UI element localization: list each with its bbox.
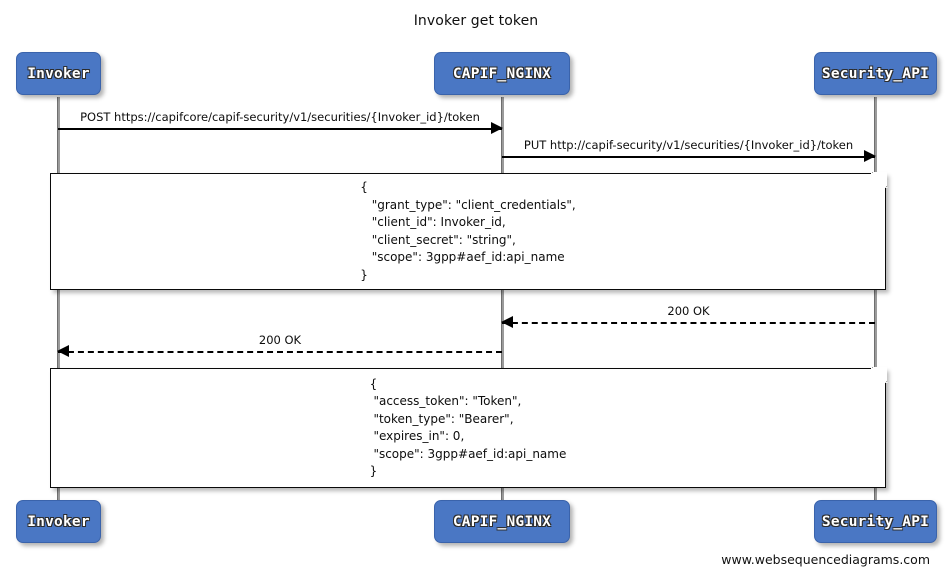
arrowhead-right-icon [491, 122, 503, 134]
footer-attribution: www.websequencediagrams.com [721, 552, 930, 567]
participant-security-api-bottom[interactable]: Security_API [814, 500, 937, 543]
message-line [58, 351, 502, 353]
note-text-block: { "access_token": "Token", "token_type":… [370, 376, 567, 481]
message-line [502, 322, 875, 324]
participant-label: Security_API [821, 513, 930, 530]
note-line: "token_type": "Bearer", [369, 411, 514, 426]
note-line: "client_secret": "string", [360, 232, 516, 247]
participant-label: CAPIF_NGINX [452, 513, 552, 530]
arrowhead-left-icon [57, 345, 69, 357]
arrowhead-left-icon [501, 316, 513, 328]
message-label: POST https://capifcore/capif-security/v1… [80, 110, 480, 124]
note-text-block: { "grant_type": "client_credentials", "c… [360, 179, 575, 284]
note-line: "access_token": "Token", [369, 394, 522, 408]
note-line: "scope": 3gpp#aef_id:api_name [369, 446, 567, 461]
note-fold-icon [871, 172, 887, 188]
message-line [58, 128, 502, 130]
participant-label: Invoker [27, 513, 90, 530]
participant-capif-nginx-top[interactable]: CAPIF_NGINX [434, 52, 570, 95]
lifeline-capif-nginx [501, 97, 504, 501]
note-request-body: { "grant_type": "client_credentials", "c… [50, 172, 887, 290]
note-line: "client_id": Invoker_id, [360, 215, 506, 229]
participant-label: Security_API [821, 65, 930, 82]
arrowhead-right-icon [864, 150, 876, 162]
participant-capif-nginx-bottom[interactable]: CAPIF_NGINX [434, 500, 570, 543]
lifeline-security-api [874, 97, 877, 501]
message-label: PUT http://capif-security/v1/securities/… [523, 138, 854, 152]
message-label: 200 OK [258, 333, 302, 347]
note-line: "expires_in": 0, [369, 429, 465, 443]
note-line: "scope": 3gpp#aef_id:api_name [360, 250, 565, 264]
message-label: 200 OK [667, 304, 710, 318]
note-line: { [369, 376, 378, 391]
note-response-body: { "access_token": "Token", "token_type":… [50, 367, 887, 488]
note-line: } [369, 464, 378, 478]
note-line: { [360, 180, 368, 194]
note-line: "grant_type": "client_credentials", [360, 197, 576, 212]
participant-security-api-top[interactable]: Security_API [814, 52, 937, 95]
participant-label: Invoker [27, 65, 90, 82]
participant-invoker-top[interactable]: Invoker [16, 52, 101, 95]
diagram-title: Invoker get token [413, 13, 539, 29]
note-fold-icon [871, 367, 887, 383]
participant-invoker-bottom[interactable]: Invoker [16, 500, 101, 543]
lifeline-invoker [57, 97, 60, 501]
message-line [502, 156, 875, 158]
participant-label: CAPIF_NGINX [452, 65, 552, 82]
note-line: } [360, 267, 368, 282]
